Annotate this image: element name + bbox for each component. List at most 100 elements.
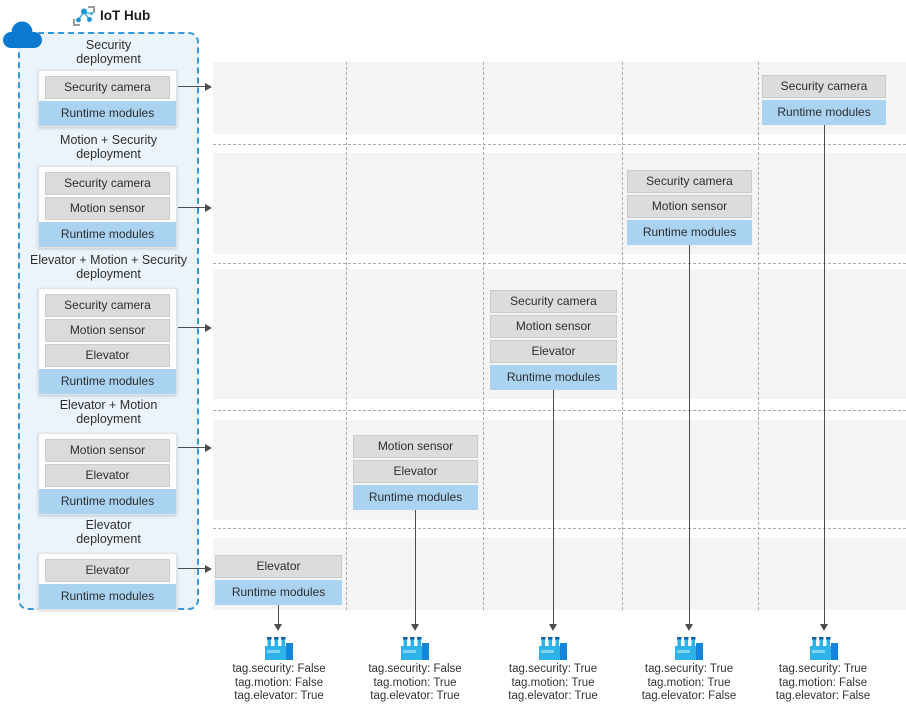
device-tags-5: tag.security: True tag.motion: False tag… — [748, 663, 898, 704]
factory-icon — [265, 637, 293, 660]
deployment-title: Elevator deployment — [18, 518, 199, 546]
device-runtime-box: Runtime modules — [627, 220, 752, 245]
device-stack-5: Security camera Runtime modules — [762, 75, 886, 125]
device-module: Motion sensor — [627, 195, 752, 218]
target-band-2 — [213, 153, 906, 254]
deployment-name: Elevator — [85, 518, 132, 532]
tag-line: tag.motion: False — [778, 676, 868, 689]
device-tags-4: tag.security: True tag.motion: True tag.… — [614, 663, 764, 704]
tag-line: tag.motion: False — [234, 676, 324, 689]
module-box: Motion sensor — [45, 197, 170, 220]
device-runtime-box: Runtime modules — [353, 485, 478, 510]
grid-vline — [483, 62, 484, 610]
tag-line: tag.elevator: True — [234, 690, 324, 702]
tag-line: tag.security: True — [508, 663, 598, 675]
tag-line: tag.security: False — [368, 663, 462, 675]
deploy-arrow — [178, 564, 212, 573]
deployment-card-elevator: Elevator Runtime modules — [38, 553, 177, 610]
tag-line: tag.security: False — [232, 663, 326, 675]
grid-hline — [213, 144, 906, 145]
tag-line: tag.motion: True — [511, 676, 595, 689]
tag-line: tag.motion: True — [647, 676, 731, 689]
deployment-suffix: deployment — [76, 51, 141, 66]
tag-line: tag.motion: True — [373, 676, 457, 689]
factory-icon — [539, 637, 567, 660]
runtime-modules-box: Runtime modules — [39, 369, 176, 394]
device-module: Security camera — [627, 170, 752, 193]
device-module: Security camera — [762, 75, 886, 98]
device-arrow — [274, 605, 282, 631]
iot-hub-icon — [73, 6, 95, 26]
device-module: Elevator — [490, 340, 617, 363]
tag-line: tag.security: True — [644, 663, 734, 675]
module-box: Security camera — [45, 294, 170, 317]
tag-line: tag.security: True — [778, 663, 868, 675]
deploy-arrow — [178, 323, 212, 332]
deployment-suffix: deployment — [76, 266, 141, 281]
tag-line: tag.elevator: False — [775, 690, 871, 702]
device-stack-3: Security camera Motion sensor Elevator R… — [490, 290, 617, 390]
device-arrow — [685, 245, 693, 631]
cloud-icon — [3, 21, 42, 48]
target-band-4 — [213, 420, 906, 520]
deployment-suffix: deployment — [76, 531, 141, 546]
grid-vline — [622, 62, 623, 610]
runtime-modules-box: Runtime modules — [39, 101, 176, 126]
factory-icon — [401, 637, 429, 660]
deployment-name: Motion + Security — [60, 133, 157, 147]
tag-line: tag.elevator: True — [508, 690, 598, 702]
device-stack-2: Motion sensor Elevator Runtime modules — [353, 435, 478, 510]
deployment-card-motion-security: Security camera Motion sensor Runtime mo… — [38, 166, 177, 248]
runtime-modules-box: Runtime modules — [39, 222, 176, 247]
device-tags-1: tag.security: False tag.motion: False ta… — [204, 663, 354, 704]
grid-hline — [213, 263, 906, 264]
deployment-title: Security deployment — [18, 38, 199, 66]
runtime-modules-box: Runtime modules — [39, 584, 176, 609]
deploy-arrow — [178, 203, 212, 212]
deploy-arrow — [178, 443, 212, 452]
device-module: Elevator — [215, 555, 342, 578]
factory-icon — [810, 637, 838, 660]
device-stack-1: Elevator Runtime modules — [215, 555, 342, 605]
module-box: Security camera — [45, 76, 170, 99]
device-module: Elevator — [353, 460, 478, 483]
module-box: Elevator — [45, 344, 170, 367]
module-box: Motion sensor — [45, 439, 170, 462]
device-module: Motion sensor — [353, 435, 478, 458]
deployment-name: Security — [85, 38, 132, 52]
device-module: Security camera — [490, 290, 617, 313]
deployment-suffix: deployment — [76, 146, 141, 161]
deployment-title: Elevator + Motion + Security deployment — [18, 253, 199, 281]
device-stack-4: Security camera Motion sensor Runtime mo… — [627, 170, 752, 245]
module-box: Elevator — [45, 559, 170, 582]
deployment-title: Motion + Security deployment — [18, 133, 199, 161]
device-runtime-box: Runtime modules — [490, 365, 617, 390]
grid-hline — [213, 528, 906, 529]
device-arrow — [549, 390, 557, 631]
iot-hub-title: IoT Hub — [100, 8, 151, 23]
device-module: Motion sensor — [490, 315, 617, 338]
deployment-name: Elevator + Motion + Security — [29, 253, 188, 267]
deploy-arrow — [178, 82, 212, 91]
device-tags-2: tag.security: False tag.motion: True tag… — [340, 663, 490, 704]
grid-vline — [346, 62, 347, 610]
module-box: Motion sensor — [45, 319, 170, 342]
device-tags-3: tag.security: True tag.motion: True tag.… — [478, 663, 628, 704]
device-arrow — [410, 510, 419, 631]
module-box: Security camera — [45, 172, 170, 195]
device-runtime-box: Runtime modules — [762, 100, 886, 125]
factory-icon — [675, 637, 703, 660]
grid-vline — [758, 62, 759, 610]
deployment-card-elevator-motion: Motion sensor Elevator Runtime modules — [38, 433, 177, 515]
tag-line: tag.elevator: False — [641, 690, 737, 702]
deployment-card-security: Security camera Runtime modules — [38, 70, 177, 127]
device-arrow — [819, 125, 828, 631]
device-runtime-box: Runtime modules — [215, 580, 342, 605]
deployment-title: Elevator + Motion deployment — [18, 398, 199, 426]
deployment-card-elevator-motion-security: Security camera Motion sensor Elevator R… — [38, 288, 177, 395]
grid-hline — [213, 410, 906, 411]
tag-line: tag.elevator: True — [370, 690, 460, 702]
runtime-modules-box: Runtime modules — [39, 489, 176, 514]
deployment-name: Elevator + Motion — [59, 398, 158, 412]
